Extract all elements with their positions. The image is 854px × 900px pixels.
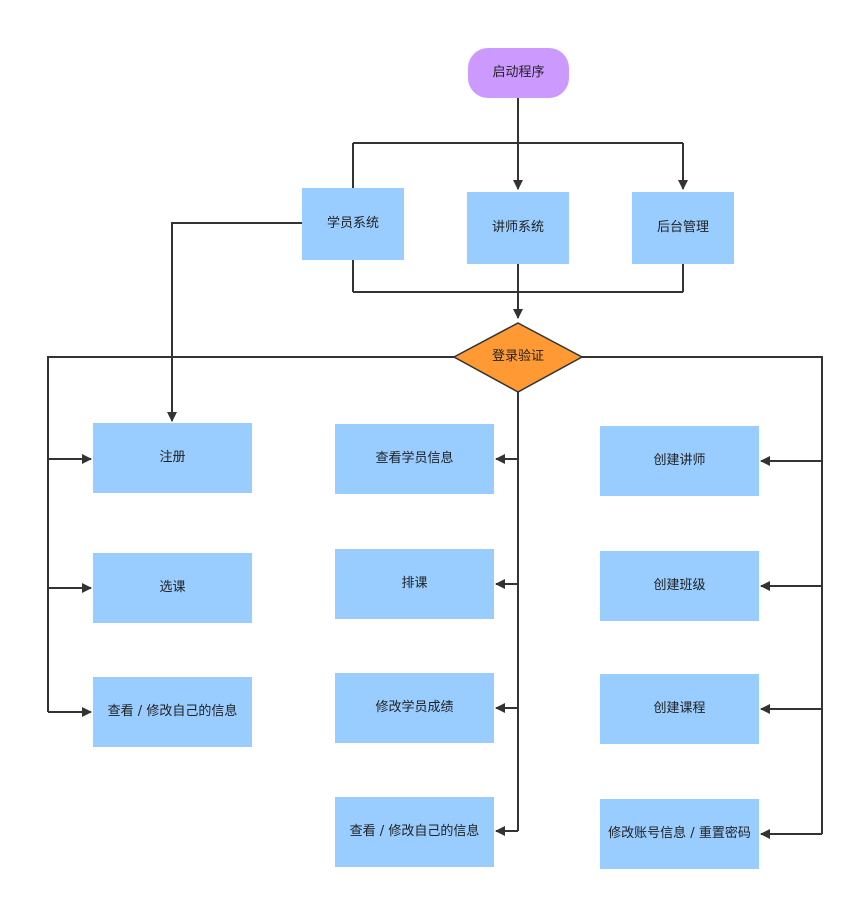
- start-node: 启动程序: [468, 48, 569, 98]
- teacher-view-edit-node: 查看 / 修改自己的信息: [335, 797, 494, 867]
- connector-login-left-trunk: [47, 356, 455, 712]
- student-view-edit-node: 查看 / 修改自己的信息: [93, 677, 252, 747]
- select-course-node: 选课: [93, 553, 252, 623]
- admin-system-node: 后台管理: [632, 192, 734, 264]
- create-class-node: 创建班级: [600, 551, 759, 621]
- login-diamond-shape: [452, 322, 584, 393]
- edit-account-node: 修改账号信息 / 重置密码: [600, 799, 759, 869]
- teacher-system-node: 讲师系统: [467, 192, 569, 264]
- view-student-info-node: 查看学员信息: [335, 424, 494, 494]
- create-teacher-node: 创建讲师: [600, 426, 759, 496]
- student-system-node: 学员系统: [302, 188, 404, 260]
- schedule-course-node: 排课: [335, 549, 494, 619]
- register-node: 注册: [93, 423, 252, 493]
- create-course-node: 创建课程: [600, 674, 759, 744]
- login-decision-node: 登录验证: [491, 349, 544, 364]
- edit-grades-node: 修改学员成绩: [335, 673, 494, 743]
- connector-student-to-register: [167, 222, 302, 422]
- connector-login-right-trunk: [581, 356, 823, 834]
